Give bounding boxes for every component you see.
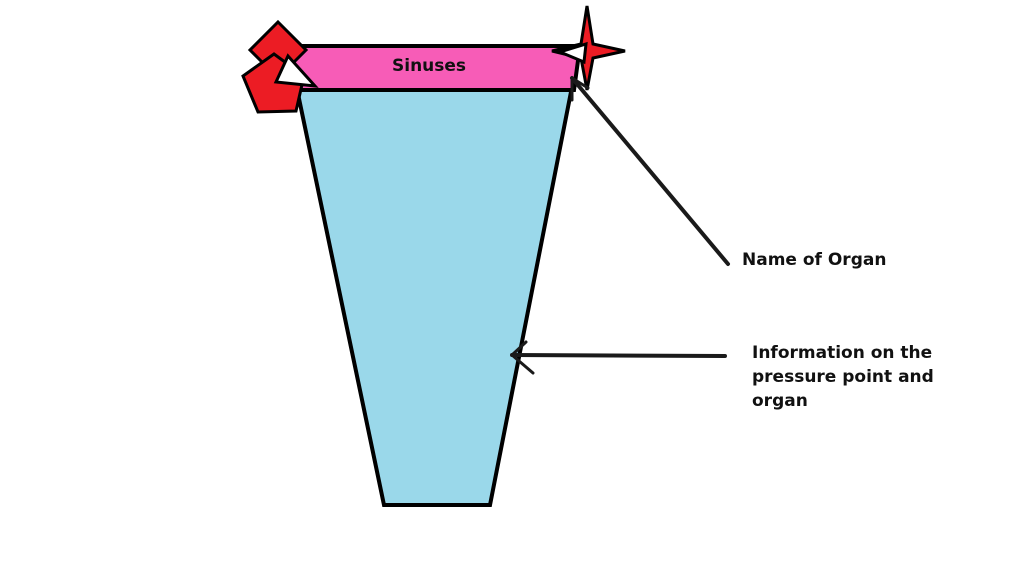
- organ-body-trapezoid: [285, 44, 583, 507]
- white-triangle-marker: [273, 53, 319, 88]
- name-arrow-head: [570, 76, 590, 102]
- info-arrow-shaft: [510, 353, 727, 358]
- info-arrow-head: [510, 340, 535, 375]
- information-callout-line: Information on the: [752, 343, 933, 363]
- red-star-marker: [551, 5, 626, 91]
- white-triangle-star-marker: [555, 41, 588, 65]
- information-callout: Information on the pressure point and or…: [752, 341, 982, 413]
- name-of-organ-callout: Name of Organ: [742, 250, 887, 270]
- name-arrow-shaft: [570, 76, 730, 266]
- organ-name-label: Sinuses: [392, 56, 467, 76]
- information-callout-line: pressure point and: [752, 367, 934, 387]
- information-callout-line: organ: [752, 391, 808, 411]
